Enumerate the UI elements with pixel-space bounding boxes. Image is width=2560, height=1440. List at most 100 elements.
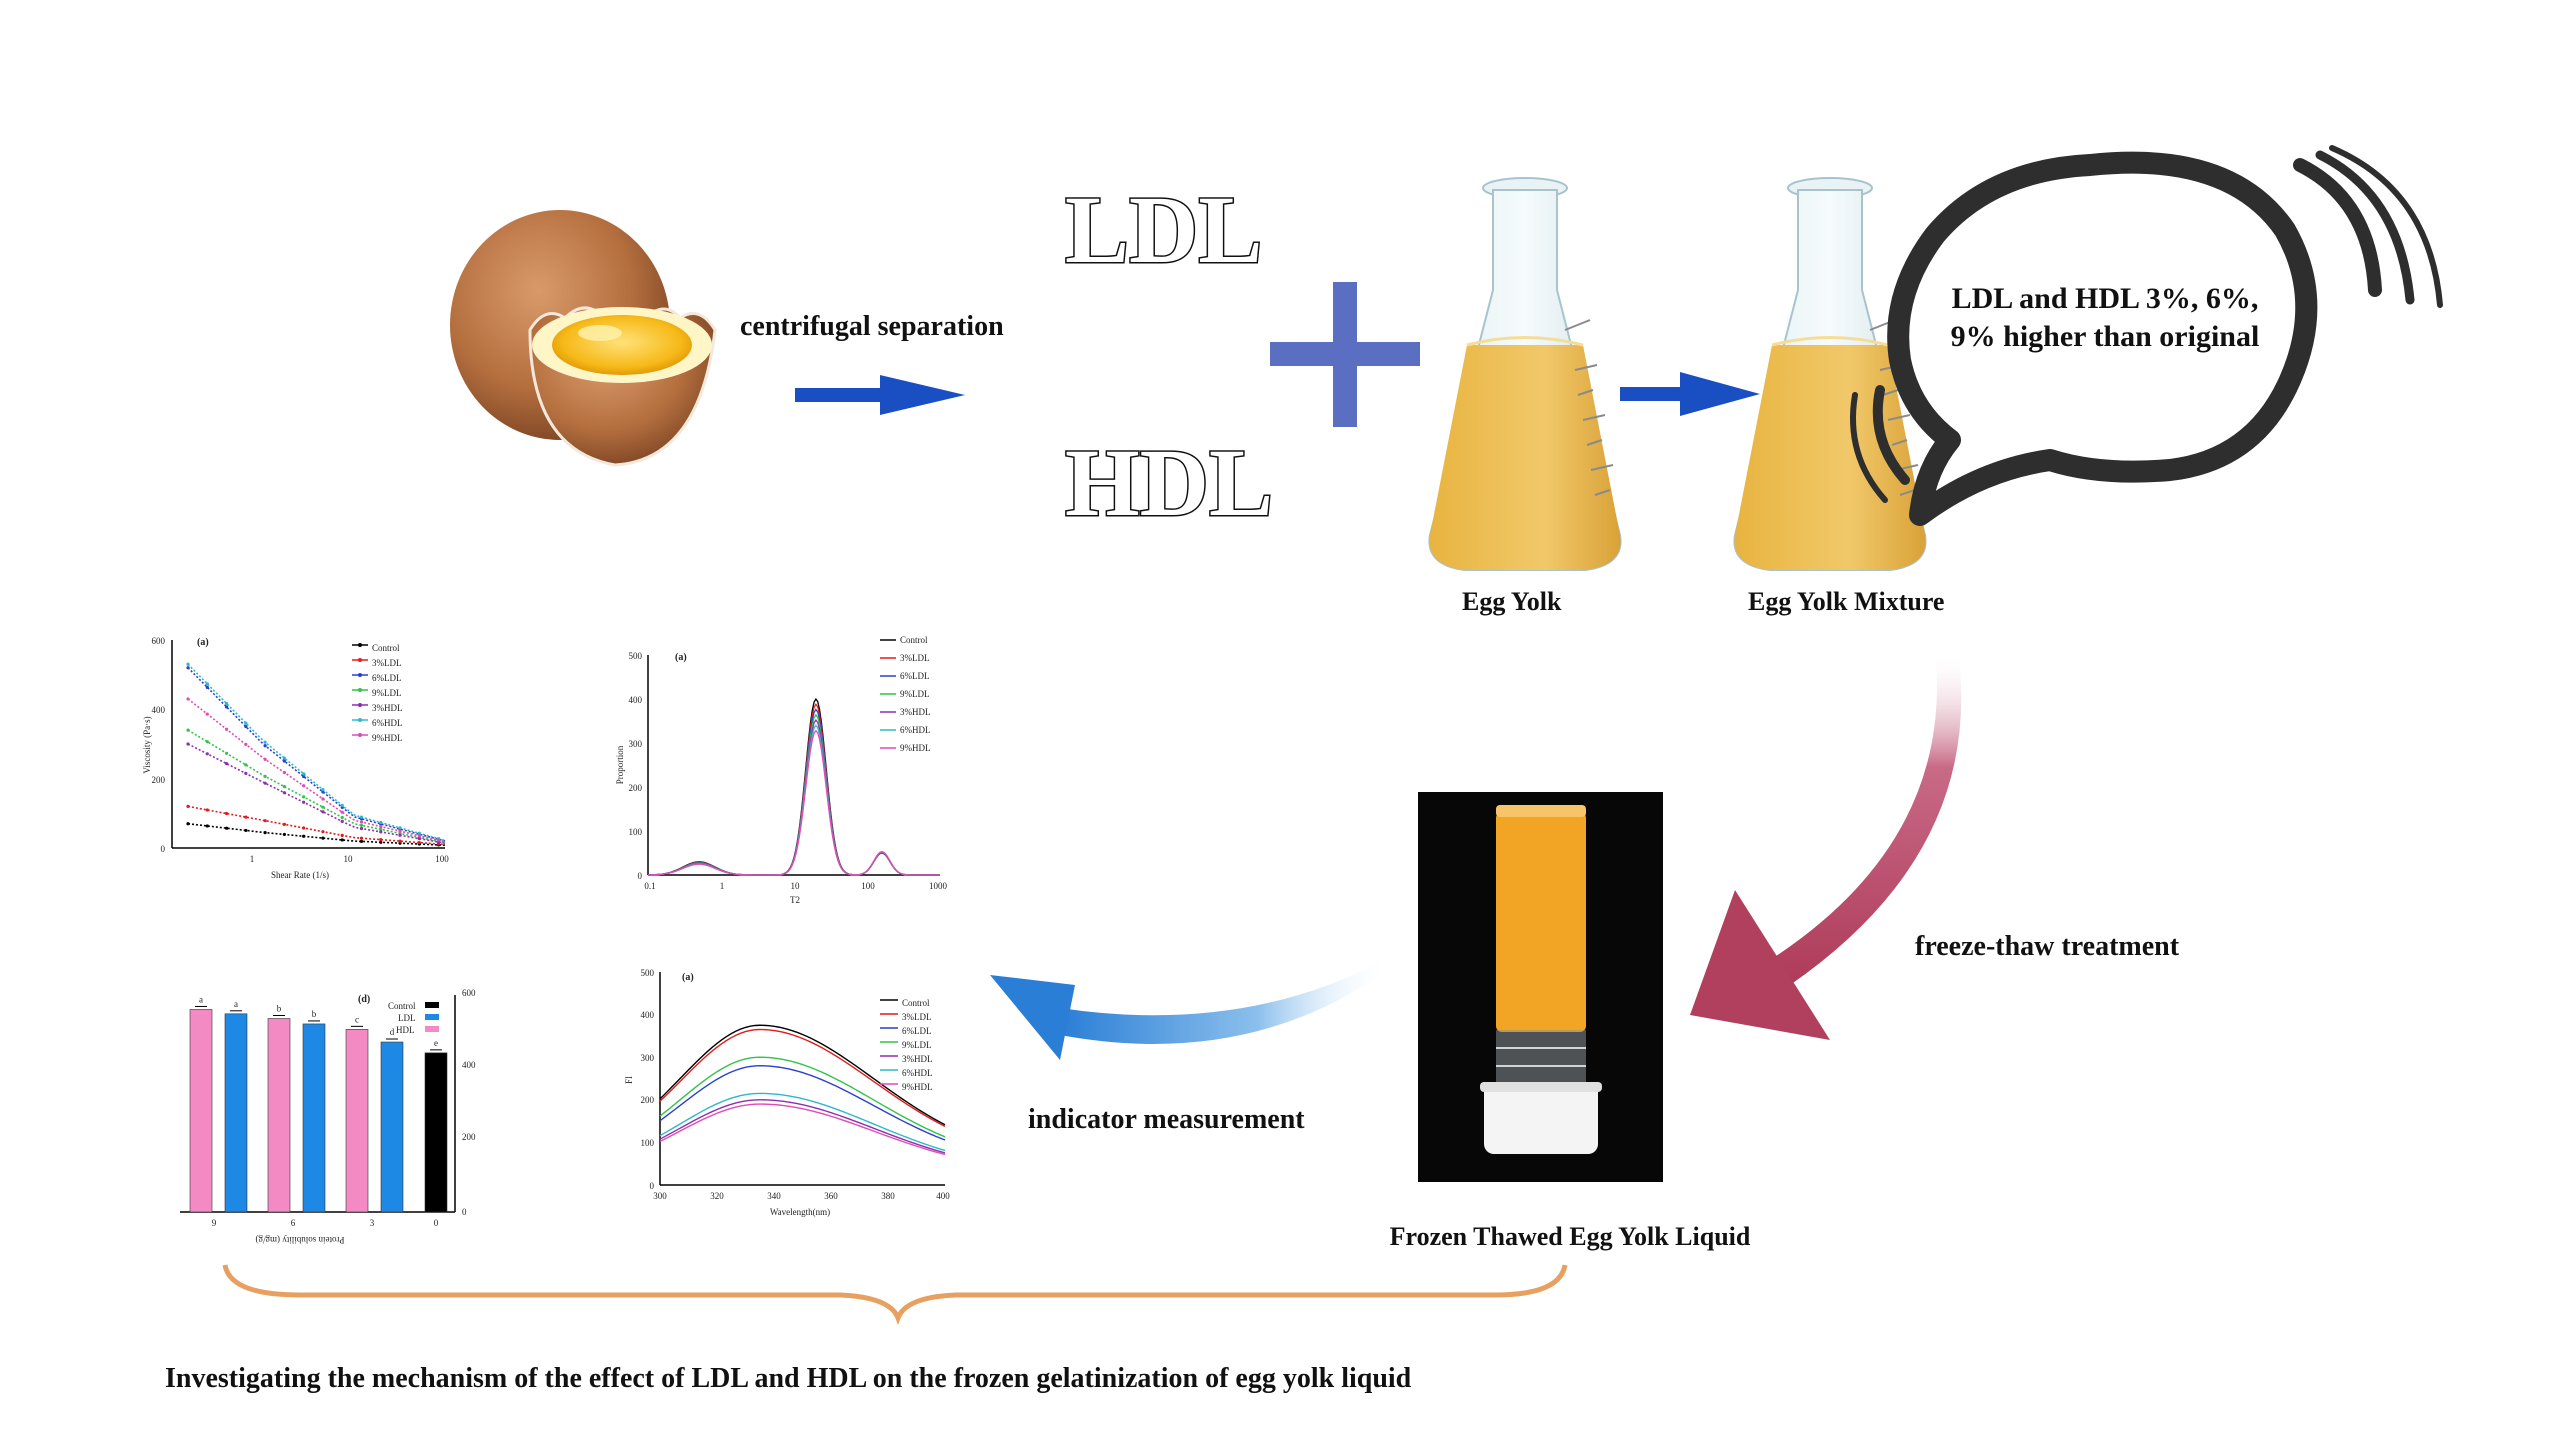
- x-axis-label: Wavelength(nm): [770, 1207, 830, 1217]
- data-point: [244, 828, 248, 833]
- data-point: [282, 770, 286, 775]
- legend-marker: [358, 718, 362, 722]
- legend-entry: 9%LDL: [900, 689, 930, 699]
- series-line: [187, 822, 446, 847]
- data-point: [359, 839, 364, 844]
- data-point: [205, 712, 209, 716]
- data-point: [359, 836, 364, 840]
- significance-letter: b: [312, 1009, 317, 1019]
- hdl-label: HDL: [1065, 429, 1273, 536]
- data-point: [321, 830, 325, 834]
- data-point: [379, 827, 383, 831]
- data-point: [379, 820, 383, 825]
- data-point: [359, 820, 364, 824]
- bar: [345, 1029, 369, 1213]
- x-tick-label: 100: [435, 854, 449, 864]
- legend-entry: 3%LDL: [900, 653, 930, 663]
- curved-arrow-down-icon: [1690, 650, 1962, 1040]
- data-point: [302, 826, 306, 830]
- legend-entry: 9%HDL: [372, 733, 403, 743]
- series-line: [659, 1092, 946, 1152]
- legend-entry: Control: [388, 1001, 416, 1011]
- data-point: [340, 810, 344, 814]
- legend-entry: 3%LDL: [372, 658, 402, 668]
- egg-yolk-mixture-label: Egg Yolk Mixture: [1748, 587, 1944, 616]
- data-point: [340, 819, 344, 823]
- frozen-liquid-label: Frozen Thawed Egg Yolk Liquid: [1390, 1222, 1751, 1251]
- legend-marker: [358, 658, 362, 662]
- series-line: [647, 697, 940, 876]
- series-line: [647, 724, 940, 876]
- data-point: [321, 797, 325, 801]
- data-point: [205, 824, 209, 828]
- legend-swatch: [425, 1002, 439, 1008]
- data-point: [205, 740, 209, 744]
- data-point: [205, 685, 209, 689]
- data-point: [302, 795, 306, 799]
- data-point: [263, 819, 267, 823]
- y-axis-label: Protein solubility (mg/g): [255, 1235, 344, 1245]
- data-point: [340, 803, 344, 808]
- data-point: [224, 811, 229, 816]
- x-axis-label: Shear Rate (1/s): [271, 870, 329, 880]
- data-point: [186, 697, 190, 701]
- data-point: [263, 744, 267, 748]
- bar: [267, 1018, 291, 1213]
- legend-entry: 3%HDL: [902, 1054, 933, 1064]
- data-point: [244, 771, 248, 776]
- panel-label: (d): [358, 994, 370, 1005]
- y-tick-label: 100: [629, 827, 643, 837]
- x-tick-label: 1: [250, 854, 255, 864]
- y-tick-label: 0: [161, 844, 166, 854]
- data-point: [302, 834, 306, 838]
- data-point: [282, 822, 286, 826]
- y-tick-label: 600: [152, 636, 166, 646]
- significance-letter: e: [434, 1038, 438, 1048]
- y-axis-label: Proportion: [615, 745, 625, 784]
- y-tick-label: 400: [462, 1060, 476, 1070]
- y-tick-label: 200: [629, 783, 643, 793]
- data-point: [398, 826, 402, 830]
- series-line: [187, 667, 446, 842]
- legend: Control 3%LDL 6%LDL 9%LDL 3%HDL 6%HDL 9%…: [372, 643, 403, 743]
- significance-letter: c: [355, 1014, 359, 1024]
- y-axis-label: Viscosity (Pa·s): [142, 716, 152, 773]
- data-point: [302, 800, 306, 804]
- legend-entry: 6%HDL: [372, 718, 403, 728]
- y-tick-label: 100: [641, 1138, 655, 1148]
- bar: [424, 1052, 448, 1213]
- y-tick-label: 0: [650, 1181, 655, 1191]
- data-point: [379, 830, 383, 834]
- x-tick-label: 10: [344, 854, 354, 864]
- speech-bubble-icon: [1850, 145, 2443, 526]
- data-point: [244, 815, 248, 819]
- series-line: [659, 1028, 946, 1128]
- egg-icon: [450, 210, 717, 467]
- data-point: [302, 784, 306, 788]
- x-tick-label: 300: [653, 1191, 667, 1201]
- y-tick-label: 0: [638, 871, 643, 881]
- series-line: [659, 1103, 946, 1156]
- series-line: [647, 703, 940, 876]
- series-line: [659, 1024, 946, 1126]
- significance-letter: d: [390, 1027, 395, 1037]
- y-tick-label: 400: [152, 705, 166, 715]
- data-point: [340, 838, 344, 842]
- data-point: [186, 804, 190, 809]
- data-point: [224, 751, 229, 755]
- data-point: [224, 705, 229, 709]
- data-point: [359, 823, 364, 827]
- series-line: [187, 743, 446, 844]
- viscosity-chart: (a) Shear Rate (1/s) Viscosity (Pa·s) 0 …: [142, 636, 449, 880]
- data-point: [186, 728, 190, 732]
- data-point: [282, 832, 286, 837]
- significance-letter: a: [234, 999, 238, 1009]
- data-point: [302, 774, 306, 779]
- egg-yolk-label: Egg Yolk: [1462, 587, 1562, 616]
- tube-photo-icon: [1418, 792, 1663, 1182]
- data-point: [379, 838, 383, 842]
- conclusion-text: Investigating the mechanism of the effec…: [165, 1363, 1412, 1394]
- x-tick-label: 320: [710, 1191, 724, 1201]
- data-point: [417, 834, 421, 838]
